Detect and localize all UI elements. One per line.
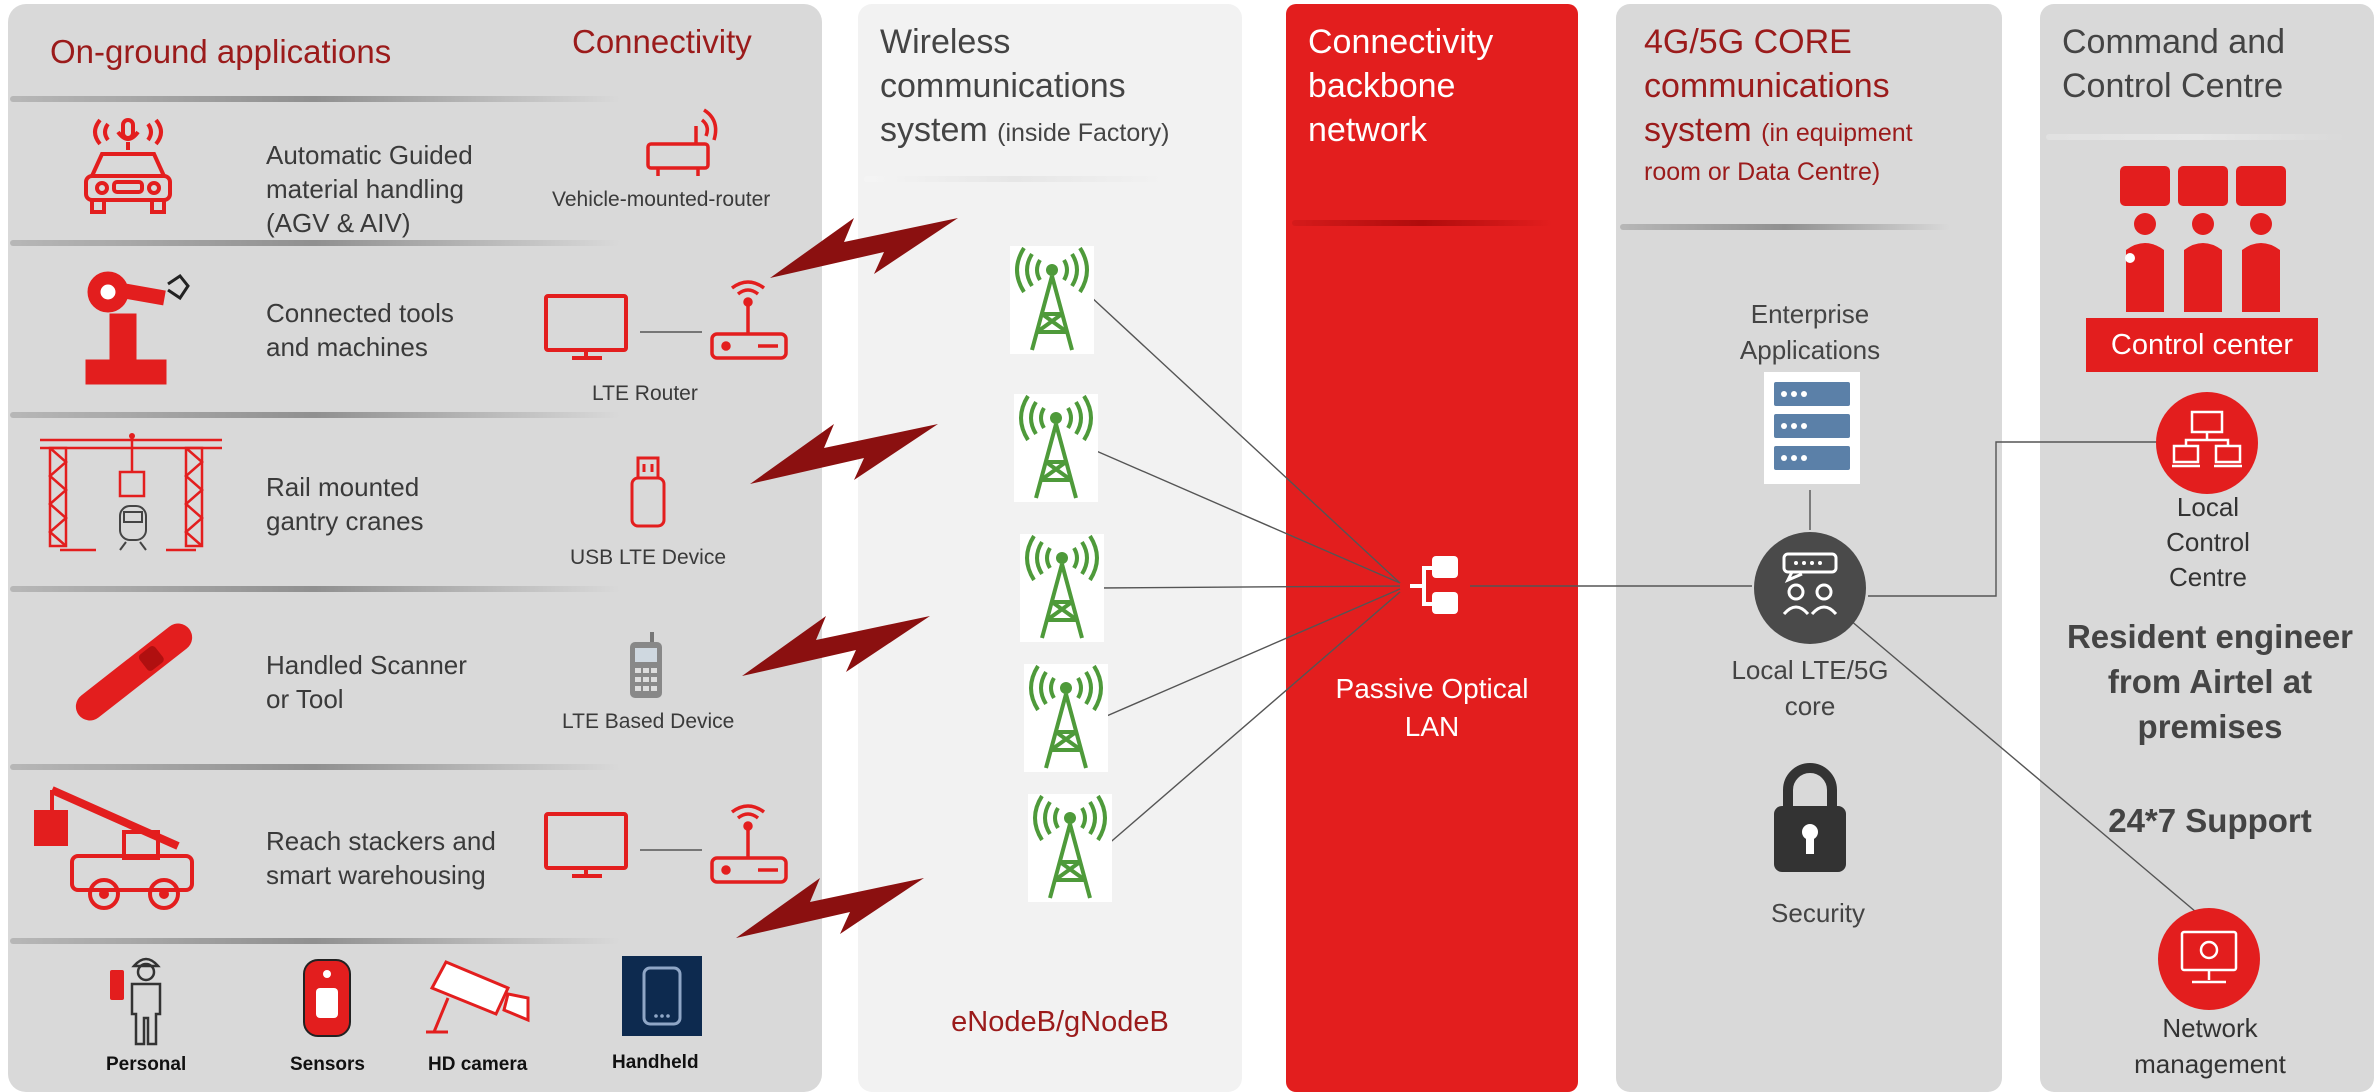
- connector-line: [1849, 619, 2197, 913]
- security-label: Security: [1771, 898, 1865, 928]
- core-title: 4G/5G CORE communications system (in equ…: [1644, 23, 1913, 186]
- divider: [2046, 134, 2346, 140]
- divider: [10, 938, 620, 944]
- usb-dongle-icon: [630, 456, 666, 528]
- robot-arm-icon: [85, 271, 190, 385]
- connector-line: [1089, 295, 1401, 584]
- router-icon: [646, 108, 718, 176]
- enodeb-label: eNodeB/gNodeB: [951, 1006, 1169, 1038]
- wireless-title: Wireless communications system (inside F…: [880, 23, 1170, 149]
- lte-router-icon: [710, 280, 788, 360]
- divider: [1292, 220, 1552, 226]
- sensor-icon: [303, 959, 351, 1037]
- device-label-usb: USB LTE Device: [570, 546, 726, 569]
- bottom-label-personal: Personal: [106, 1054, 187, 1075]
- phone-icon: [630, 632, 662, 698]
- connector-line: [1097, 585, 1401, 589]
- tablet-icon: [622, 956, 702, 1036]
- connectivity-title: Connectivity: [572, 23, 752, 60]
- bottom-label-handheld: Handheld: [612, 1052, 699, 1073]
- lock-icon: [1774, 763, 1846, 872]
- bottom-label-sensors: Sensors: [290, 1054, 365, 1075]
- cell-tower-icon: [1028, 794, 1112, 907]
- bottom-label-hd-camera: HD camera: [428, 1054, 528, 1075]
- local-control-icon: [2156, 392, 2258, 494]
- agv-car-icon: [84, 118, 172, 214]
- divider: [10, 586, 620, 592]
- divider: [1620, 224, 1950, 230]
- support-text: 24*7 Support: [2108, 802, 2312, 839]
- cell-tower-icon: [1010, 246, 1094, 359]
- divider: [10, 96, 620, 102]
- lightning-icon: [736, 878, 924, 938]
- connectivity-backbone-panel: [1286, 4, 1578, 1092]
- scanner-icon: [75, 623, 193, 721]
- divider: [10, 412, 620, 418]
- core-network-icon: [1754, 532, 1866, 644]
- control-center-badge: Control center: [2086, 318, 2318, 372]
- network-management-icon: [2158, 908, 2260, 1010]
- connector-line: [1105, 591, 1401, 847]
- divider: [10, 764, 620, 770]
- cell-tower-icon: [1020, 534, 1104, 647]
- lightning-icon: [742, 616, 930, 676]
- on-ground-title: On-ground applications: [50, 33, 392, 70]
- lightning-icon: [770, 218, 958, 278]
- device-label-lte-router: LTE Router: [592, 382, 698, 405]
- divider: [10, 240, 620, 246]
- cctv-camera-icon: [426, 960, 530, 1034]
- monitor-icon: [544, 294, 628, 360]
- connector-line: [1868, 441, 2160, 597]
- team-icon: [2120, 166, 2286, 312]
- reach-stacker-icon: [34, 786, 194, 910]
- device-label-router: Vehicle-mounted-router: [552, 188, 771, 211]
- connector-line: [1101, 588, 1401, 719]
- lightning-icon: [750, 424, 938, 484]
- lte-router-icon: [710, 804, 788, 884]
- divider: [864, 176, 1164, 182]
- connector-line: [1093, 449, 1401, 584]
- cell-tower-icon: [1014, 394, 1098, 507]
- device-label-lte-device: LTE Based Device: [562, 710, 735, 733]
- monitor-icon: [544, 812, 628, 878]
- gantry-crane-icon: [40, 433, 222, 552]
- server-icon: [1764, 372, 1860, 484]
- optical-lan-icon: [1389, 556, 1458, 614]
- cell-tower-icon: [1024, 664, 1108, 777]
- worker-icon: [110, 957, 162, 1046]
